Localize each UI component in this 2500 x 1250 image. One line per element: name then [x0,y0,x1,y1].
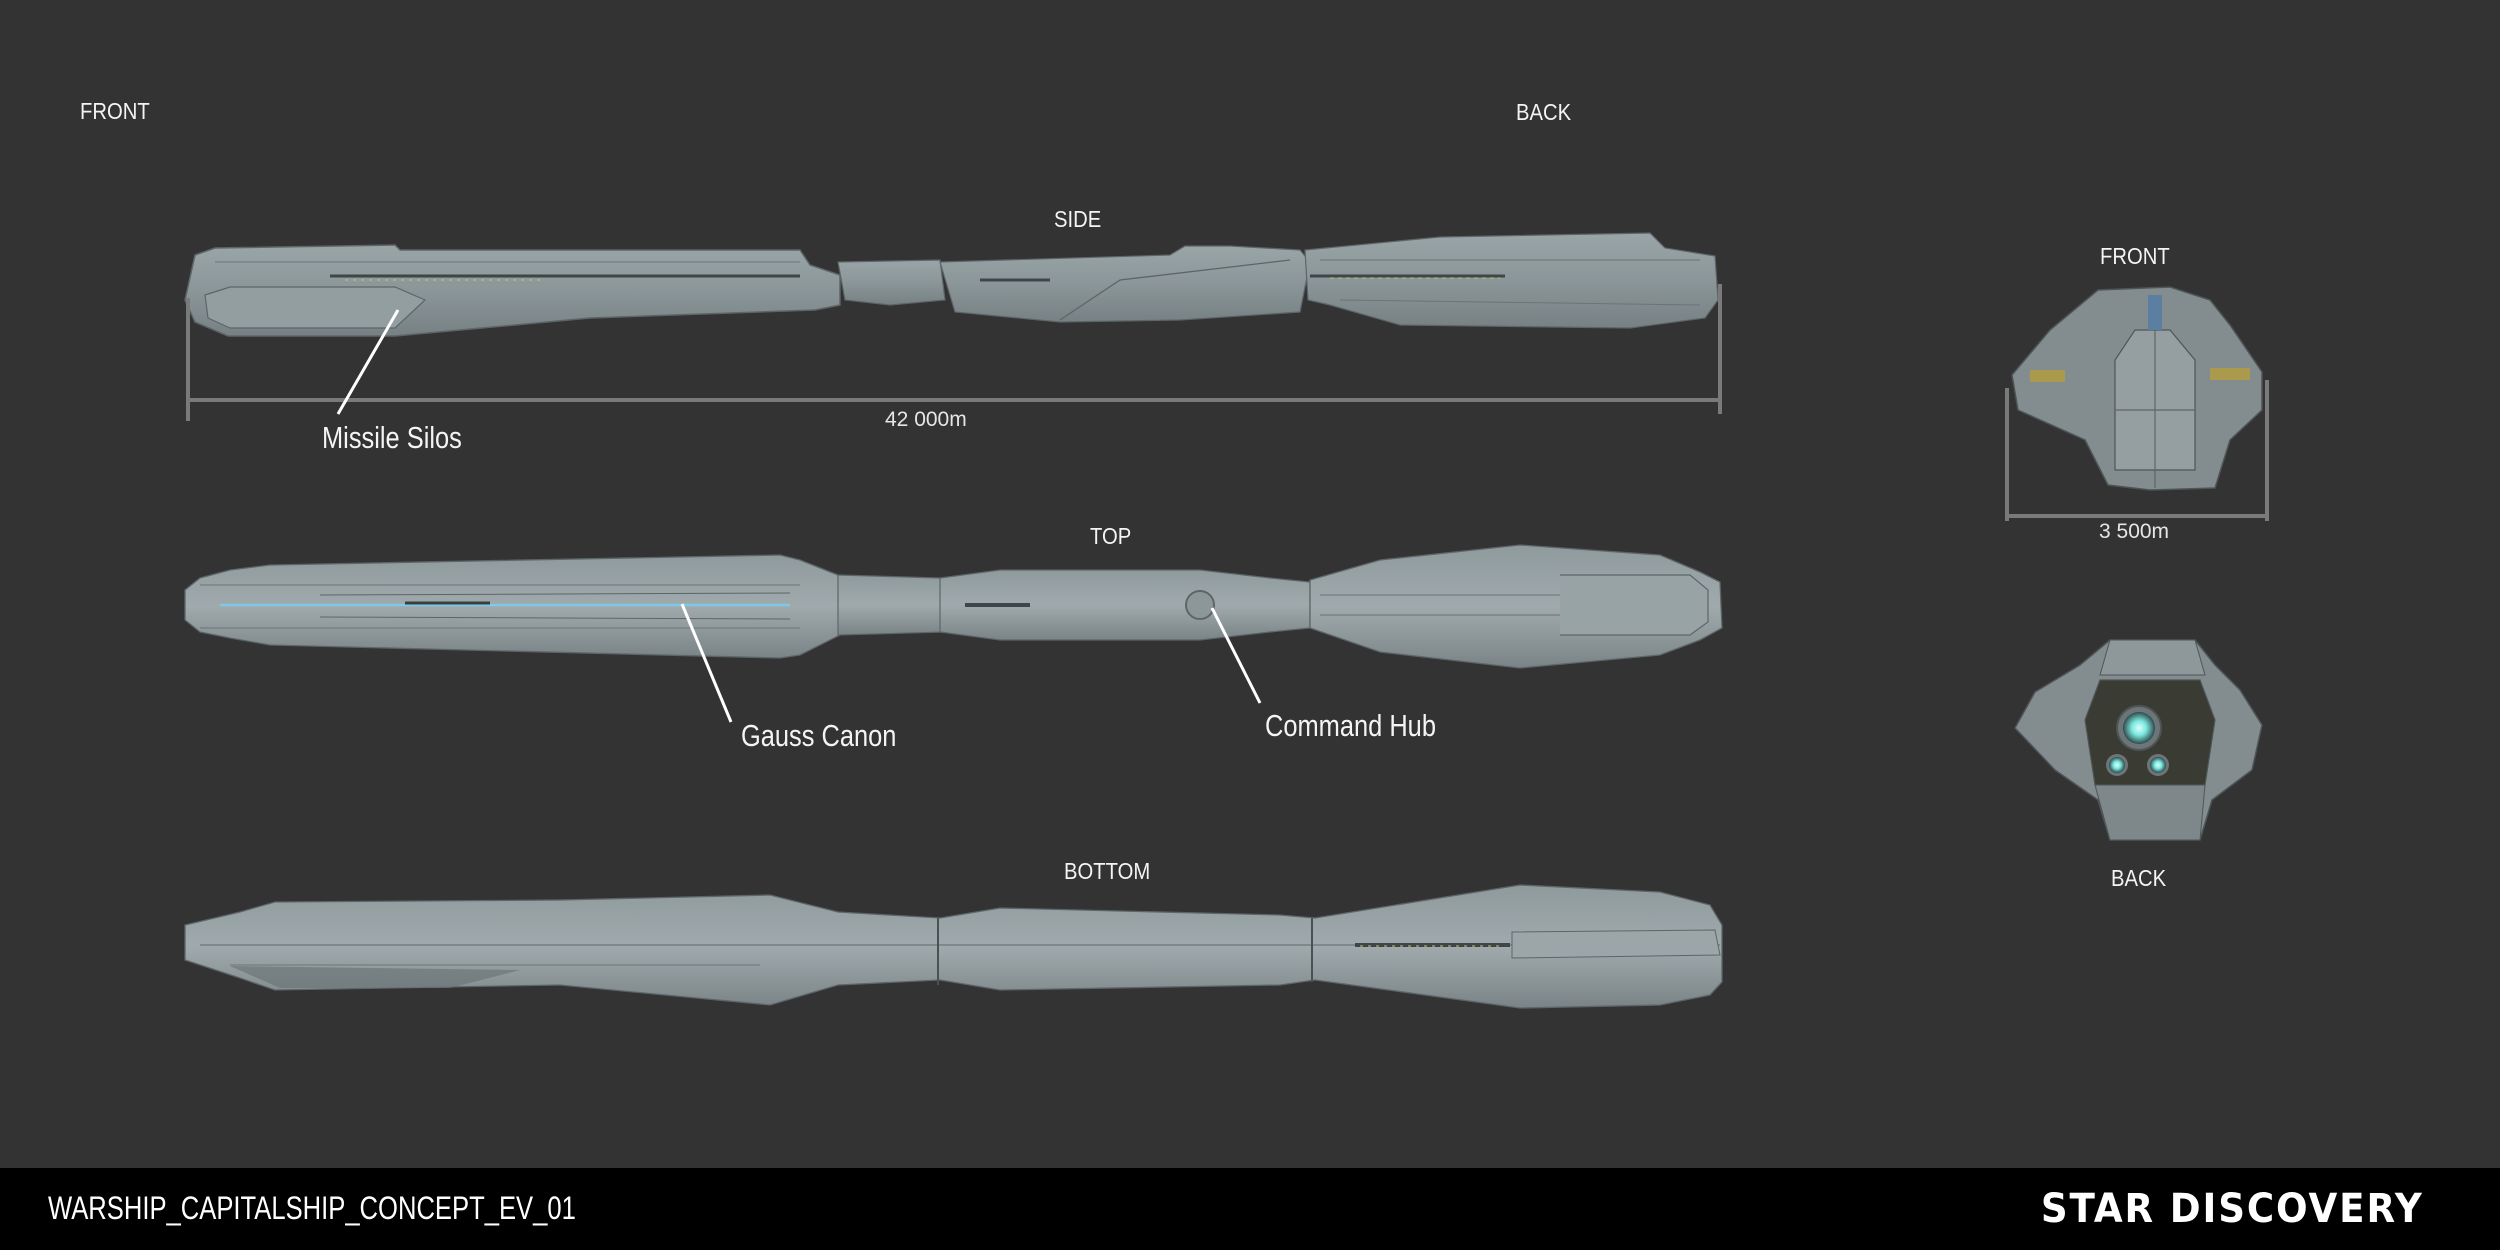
view-label-back: BACK [2111,865,2167,891]
callout-gauss-canon: Gauss Canon [741,718,897,753]
corner-label-front: FRONT [80,98,150,124]
ship-illustrations [184,232,2269,1009]
dimension-width: 3 500m [2099,520,2170,543]
command-hub-dome [1185,590,1215,620]
side-view-ship [184,232,1722,421]
dimension-length: 42 000m [885,408,967,431]
document-title: WARSHIP_CAPITALSHIP_CONCEPT_EV_01 [48,1190,576,1226]
bottom-view-ship [184,884,1723,1009]
brand-logo: STAR DISCOVERY [2041,1186,2424,1232]
callout-missile-silos: Missile Silos [322,420,462,455]
front-view-ship [2005,286,2269,521]
callout-command-hub: Command Hub [1265,708,1436,743]
main-engine-glow [2123,712,2155,744]
concept-sheet: FRONT BACK SIDE TOP BOTTOM FRONT BACK 42… [80,98,2269,1009]
footer-bar: WARSHIP_CAPITALSHIP_CONCEPT_EV_01 STAR D… [0,1168,2500,1250]
top-view-ship [184,544,1723,723]
view-label-top: TOP [1090,523,1132,549]
view-label-bottom: BOTTOM [1064,858,1151,884]
back-view-ship [2014,639,2263,841]
corner-label-back: BACK [1516,99,1572,125]
view-label-front: FRONT [2100,243,2170,269]
view-label-side: SIDE [1054,206,1102,232]
